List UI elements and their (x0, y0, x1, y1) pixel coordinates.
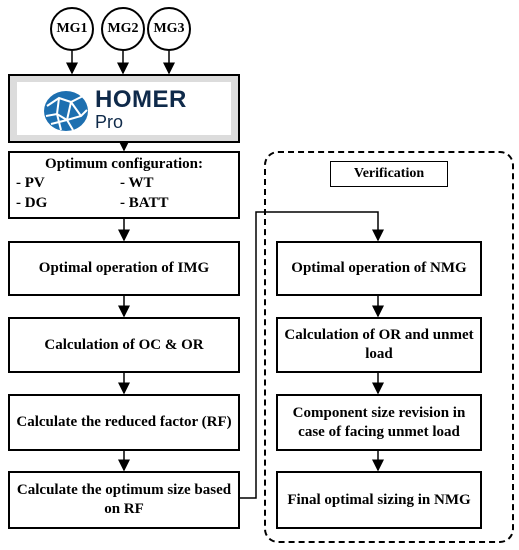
homer-pro-box: HOMER Pro (8, 74, 240, 143)
mg3-node: MG3 (147, 7, 191, 51)
verification-label: Verification (330, 161, 448, 187)
globe-icon (44, 91, 88, 131)
arrow-step4-to-nmg (240, 211, 384, 499)
step-calculate-optimum-size: Calculate the optimum size based on RF (8, 471, 240, 529)
config-title: Optimum configuration: (45, 156, 203, 172)
config-item-pv: - PV (16, 175, 45, 191)
homer-title: HOMER (95, 86, 187, 113)
step-final-optimal-sizing-nmg: Final optimal sizing in NMG (276, 471, 482, 529)
config-item-batt: - BATT (120, 195, 169, 211)
homer-subtitle: Pro (95, 112, 124, 132)
step-calculation-or-unmet-load: Calculation of OR and unmet load (276, 317, 482, 373)
mg1-node: MG1 (50, 7, 94, 51)
config-item-dg: - DG (16, 195, 48, 211)
step-optimal-operation-img: Optimal operation of IMG (8, 241, 240, 296)
config-item-wt: - WT (120, 175, 154, 191)
step-optimal-operation-nmg: Optimal operation of NMG (276, 241, 482, 296)
step-calculate-reduced-factor: Calculate the reduced factor (RF) (8, 394, 240, 451)
step-component-size-revision: Component size revision in case of facin… (276, 394, 482, 451)
step-calculation-oc-or: Calculation of OC & OR (8, 317, 240, 373)
verification-group (264, 151, 514, 543)
mg2-node: MG2 (101, 7, 145, 51)
optimum-configuration-box: Optimum configuration: - PV - WT - DG - … (8, 151, 240, 219)
